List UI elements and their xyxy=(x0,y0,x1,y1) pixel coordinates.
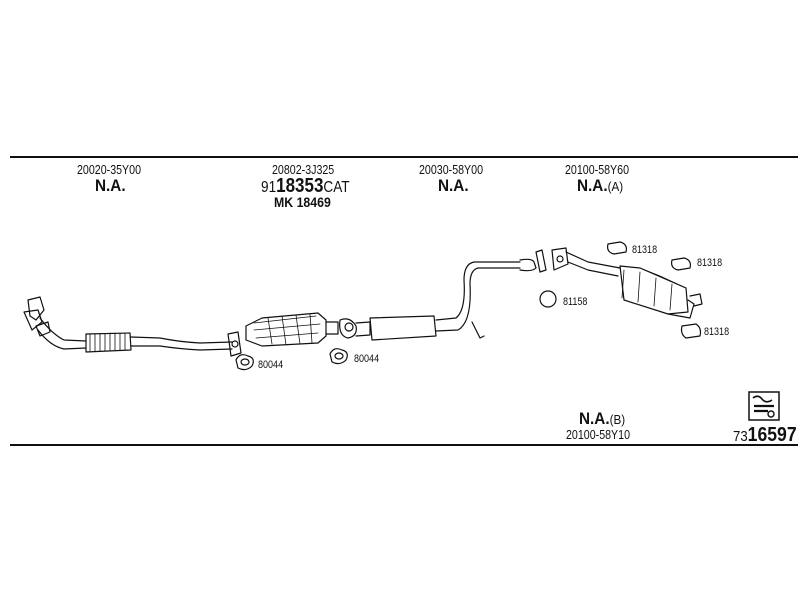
gasket-2 xyxy=(329,348,348,365)
gasket-1-ref: 80044 xyxy=(258,359,284,371)
cat-prefix: 91 xyxy=(261,179,277,196)
cat-main: 18353 xyxy=(276,175,324,197)
catalyst-cat-number: 9118353CAT xyxy=(261,175,350,198)
cat-suffix: CAT xyxy=(323,179,350,196)
top-rule xyxy=(10,156,798,158)
front-pipe-part-number: 20020-35Y00 xyxy=(77,162,142,177)
hanger-3-ref: 81318 xyxy=(704,326,730,338)
ring-81158 xyxy=(539,290,557,308)
rear-muffler-variant: (A) xyxy=(607,179,624,194)
hanger-1-ref: 81318 xyxy=(632,244,658,256)
hanger-3 xyxy=(680,323,702,339)
rear-muffler-na: N.A. xyxy=(577,176,608,195)
rear-muffler-status: N.A.(A) xyxy=(577,176,623,196)
rear-muffler xyxy=(551,247,703,319)
set-code-prefix: 73 xyxy=(733,428,748,445)
catalyst-part-number: 20802-3J325 xyxy=(272,162,335,177)
center-pipe xyxy=(339,249,547,341)
set-code: 7316597 xyxy=(733,424,797,447)
gasket-2-ref: 80044 xyxy=(354,353,380,365)
center-pipe-part-number: 20030-58Y00 xyxy=(419,162,484,177)
center-pipe-status: N.A. xyxy=(438,176,469,195)
bottom-rule xyxy=(10,444,798,446)
exhaust-set-icon xyxy=(748,391,780,421)
front-pipe xyxy=(23,296,242,357)
catalyst-mk-number: MK 18469 xyxy=(274,194,331,210)
ring-ref: 81158 xyxy=(563,296,588,308)
hanger-2-ref: 81318 xyxy=(697,257,723,269)
set-code-main: 16597 xyxy=(747,424,797,446)
rear-muffler-part-number: 20100-58Y60 xyxy=(565,162,630,177)
front-pipe-status: N.A. xyxy=(95,176,126,195)
hanger-1 xyxy=(607,241,627,255)
catalytic-converter xyxy=(245,312,339,347)
gasket-1 xyxy=(235,354,254,371)
rear-muffler-b-na: N.A. xyxy=(579,409,610,428)
hanger-2 xyxy=(671,257,691,271)
rear-muffler-b-status: N.A.(B) xyxy=(579,409,625,429)
rear-muffler-b-variant: (B) xyxy=(609,412,626,427)
rear-muffler-b-part-number: 20100-58Y10 xyxy=(566,427,631,442)
